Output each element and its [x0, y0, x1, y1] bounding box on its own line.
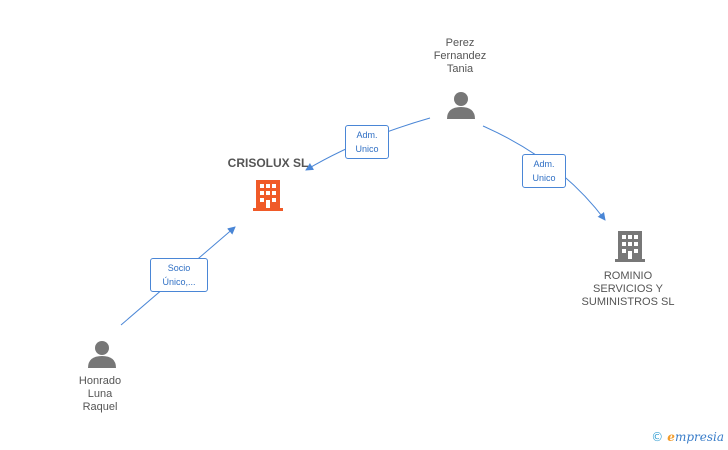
empresia-watermark: ©empresia [651, 430, 724, 444]
edge-label-socio-unico: Socio Único,... [150, 258, 208, 292]
building-icon[interactable] [252, 178, 284, 212]
person-icon[interactable] [87, 339, 117, 369]
person-perez-label[interactable]: Perez Fernandez Tania [433, 37, 487, 75]
edge-label-adm-unico: Adm. Unico [345, 125, 389, 159]
person-icon[interactable] [446, 90, 476, 120]
brand-initial: e [667, 430, 675, 444]
copyright-symbol: © [651, 430, 664, 444]
company-rominio-label[interactable]: ROMINIO SERVICIOS Y SUMINISTROS SL [581, 270, 675, 308]
company-crisolux-label[interactable]: CRISOLUX SL [227, 156, 309, 170]
brand-rest: mpresia [674, 430, 724, 444]
person-honrado-label[interactable]: Honrado Luna Raquel [78, 375, 122, 413]
edge-label-adm-unico: Adm. Unico [522, 154, 566, 188]
building-icon[interactable] [614, 229, 646, 263]
